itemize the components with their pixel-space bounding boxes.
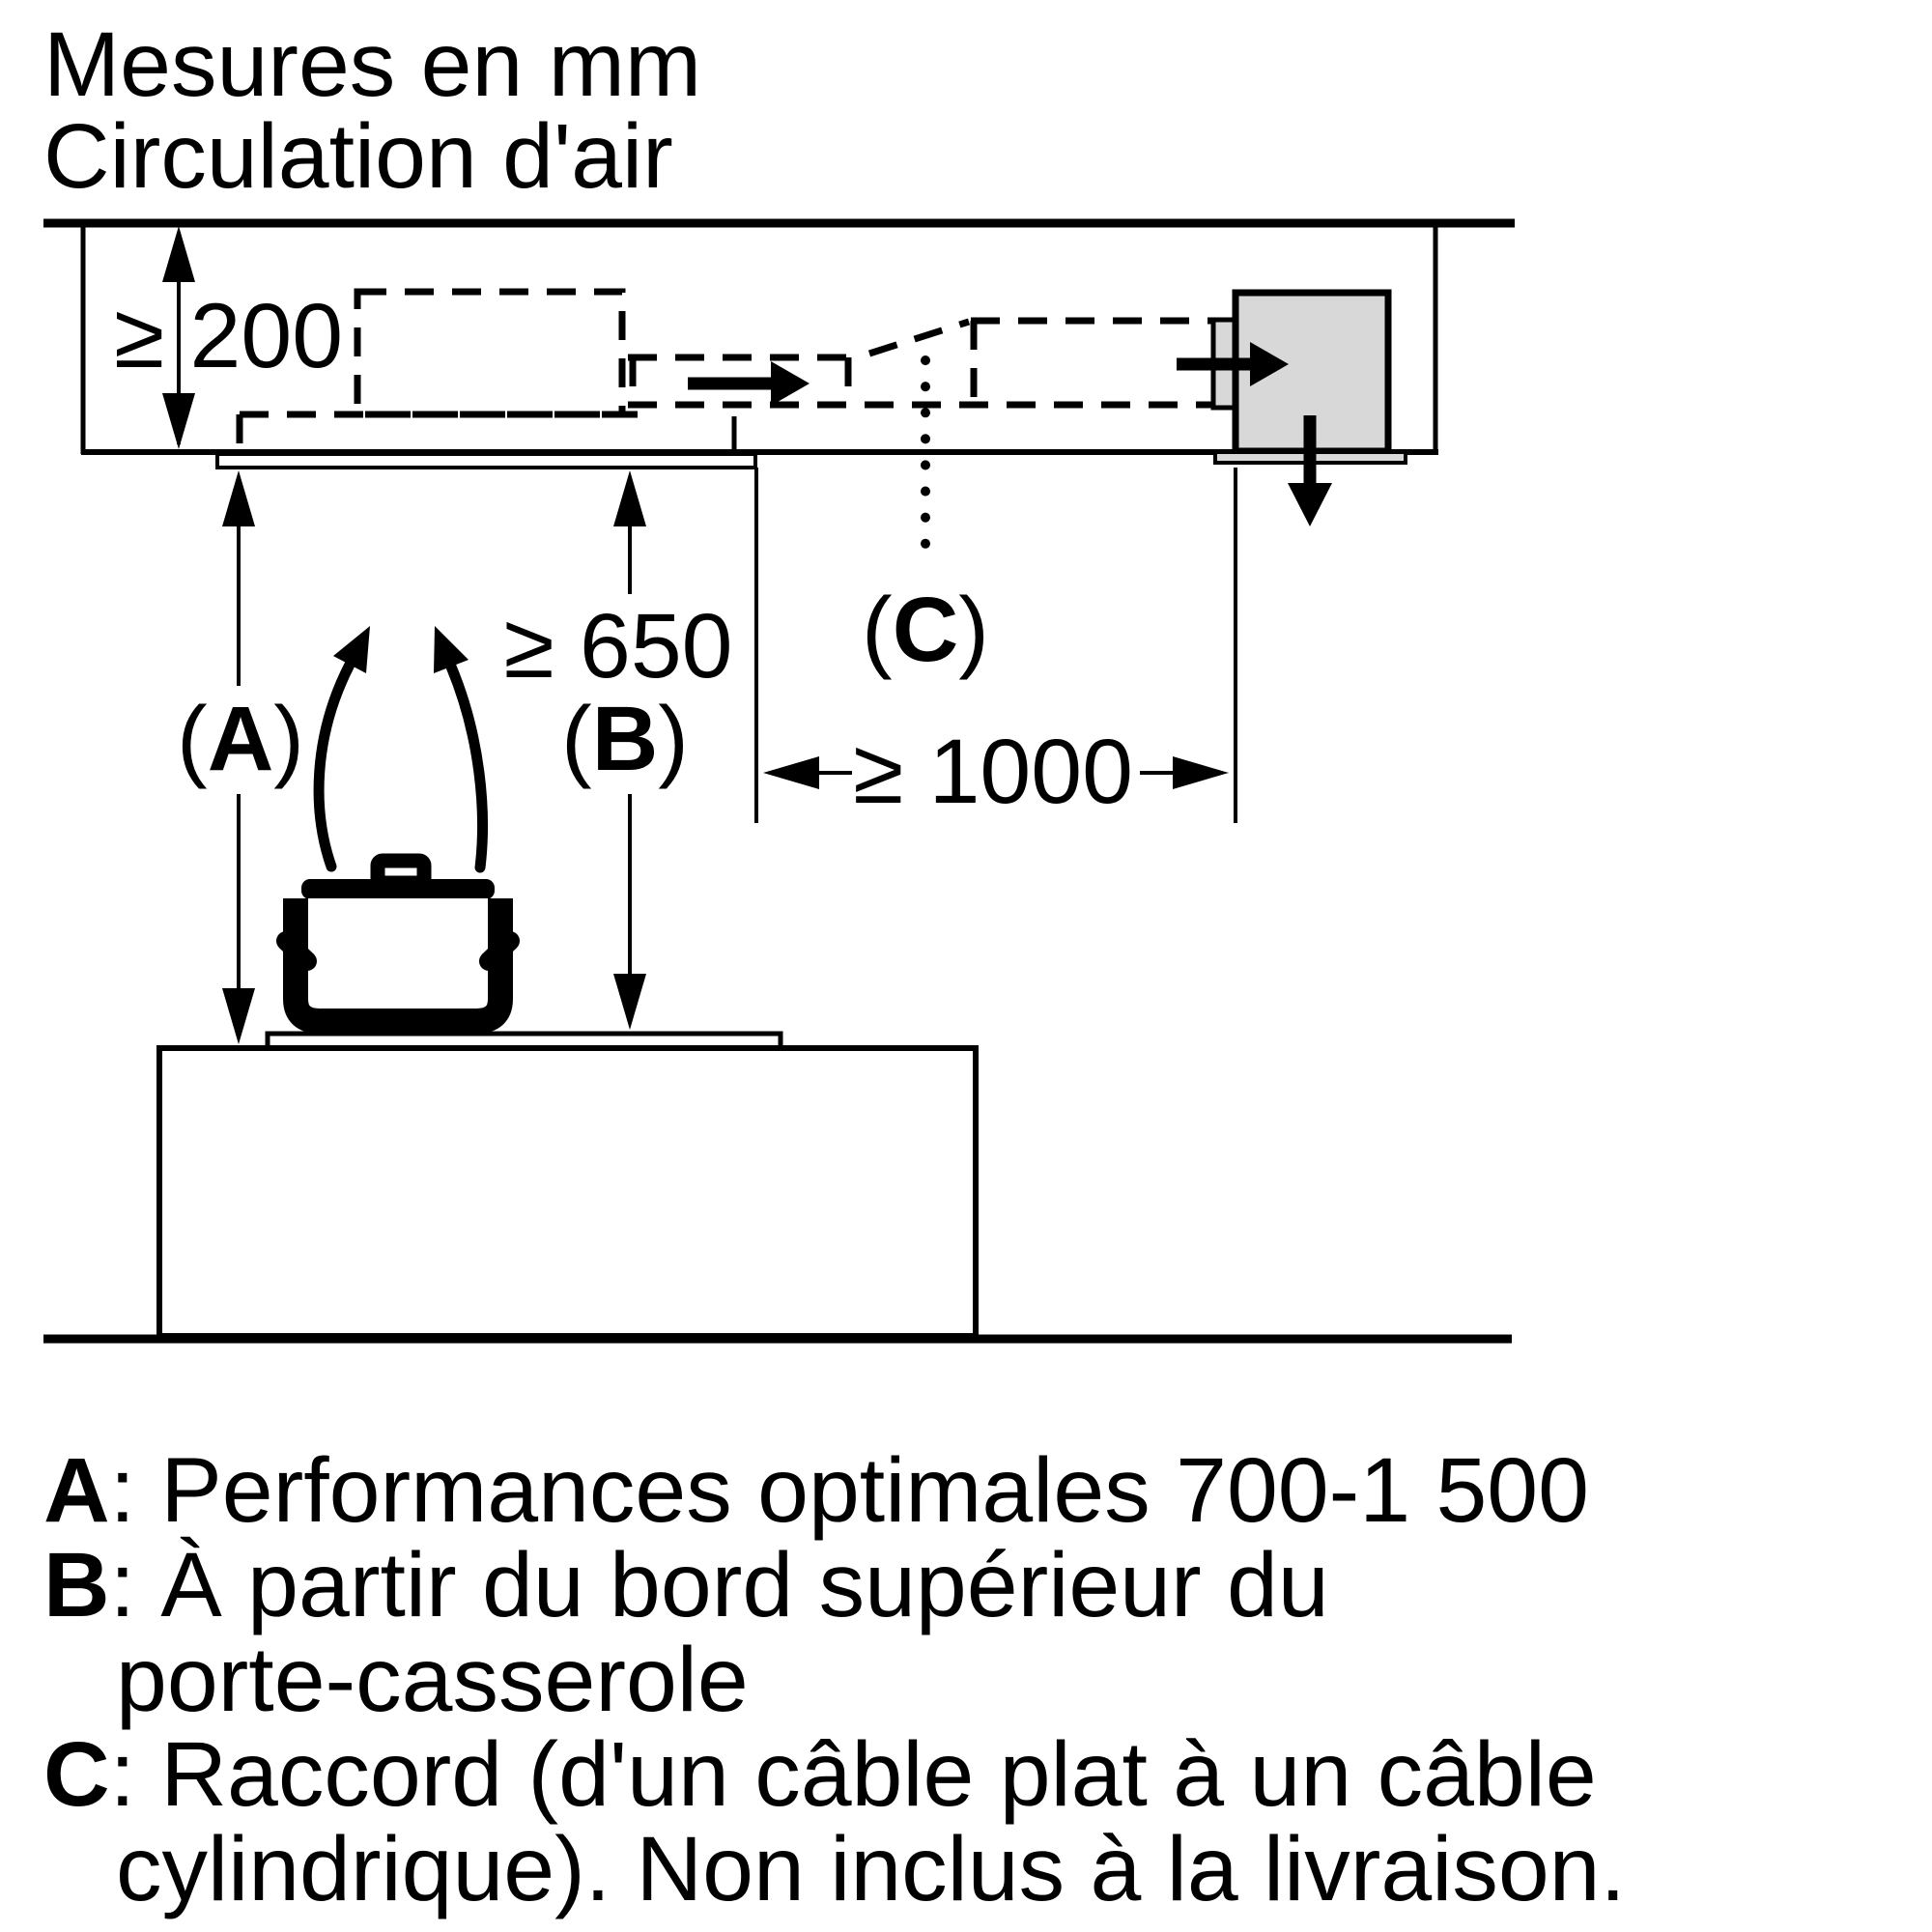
legend-row-c: C: Raccord (d'un câble plat à un câble c… bbox=[43, 1723, 1626, 1920]
dim1000-arrow-right-icon bbox=[1173, 756, 1229, 789]
dim200-arrow-down-icon bbox=[162, 393, 195, 449]
legend-c-text: C: Raccord (d'un câble plat à un câble bbox=[43, 1723, 1597, 1826]
steam-arrow-left-head-icon bbox=[333, 626, 370, 673]
airflow-right-arrow-icon bbox=[688, 361, 810, 406]
outlet-inflow-arrow-head bbox=[1250, 342, 1289, 386]
hood-ceiling-panel bbox=[215, 452, 757, 469]
dim200-value: ≥ 200 bbox=[114, 285, 343, 387]
legend-row-a: A: Performances optimales 700-1 500 bbox=[43, 1439, 1589, 1542]
dimA-label: (A) bbox=[177, 688, 304, 790]
duct-transition-diagonal-dashed bbox=[867, 318, 971, 357]
dimension-outlet-distance: ≥ 1000 bbox=[754, 468, 1237, 823]
dimension-ceiling-clearance: ≥ 200 bbox=[114, 226, 343, 449]
legend-b-text: B: À partir du bord supérieur du bbox=[43, 1534, 1329, 1636]
legend-c-text-cont: cylindrique). Non inclus à la livraison. bbox=[116, 1818, 1626, 1920]
dimB-label: (B) bbox=[561, 688, 689, 790]
counter-area bbox=[43, 1031, 1512, 1344]
dimension-b: ≥ 650 (B) bbox=[503, 470, 733, 1030]
title-line-measures: Mesures en mm bbox=[43, 14, 701, 116]
exhaust-down-arrow-icon bbox=[1288, 415, 1332, 526]
exhaust-arrow-head bbox=[1288, 483, 1332, 526]
dimC-label: (C) bbox=[862, 579, 989, 681]
title-line-circulation: Circulation d'air bbox=[43, 105, 673, 208]
legend-a-text: A: Performances optimales 700-1 500 bbox=[43, 1439, 1589, 1542]
pot-lid bbox=[301, 879, 495, 899]
legend-b-text-cont: porte-casserole bbox=[116, 1629, 749, 1731]
dimension-c: (C) bbox=[862, 355, 989, 681]
diagram-title: Mesures en mm Circulation d'air bbox=[43, 14, 701, 208]
steam-arrow-right-shaft bbox=[445, 661, 488, 873]
dim650-value: ≥ 650 bbox=[503, 595, 732, 697]
pot-handle-right bbox=[479, 931, 520, 971]
dim1000-value: ≥ 1000 bbox=[853, 721, 1133, 823]
dimA-arrow-down-icon bbox=[222, 988, 255, 1044]
legend: A: Performances optimales 700-1 500 B: À… bbox=[43, 1439, 1626, 1920]
airflow-into-outlet-arrow-icon bbox=[1177, 342, 1289, 386]
legend-row-b: B: À partir du bord supérieur du porte-c… bbox=[43, 1534, 1329, 1731]
airflow-arrow-head bbox=[771, 361, 810, 406]
air-outlet-unit bbox=[1177, 289, 1407, 526]
dim200-arrow-up-icon bbox=[162, 226, 195, 282]
cooking-pot bbox=[276, 853, 520, 1034]
counter-cabinet bbox=[156, 1045, 979, 1339]
duct-run bbox=[628, 317, 1213, 409]
hood-body-dashed-outline bbox=[354, 288, 626, 418]
steam-arrow-right-head-icon bbox=[434, 626, 469, 673]
dimB-arrow-down-icon bbox=[613, 974, 646, 1030]
steam-arrows bbox=[313, 626, 488, 873]
dimension-a: (A) bbox=[177, 470, 304, 1044]
dim1000-arrow-left-icon bbox=[763, 756, 819, 789]
hood-unit bbox=[215, 288, 757, 469]
pot-handle-left bbox=[276, 931, 317, 971]
pot-body bbox=[283, 898, 513, 1034]
steam-arrow-left-shaft bbox=[313, 659, 355, 872]
